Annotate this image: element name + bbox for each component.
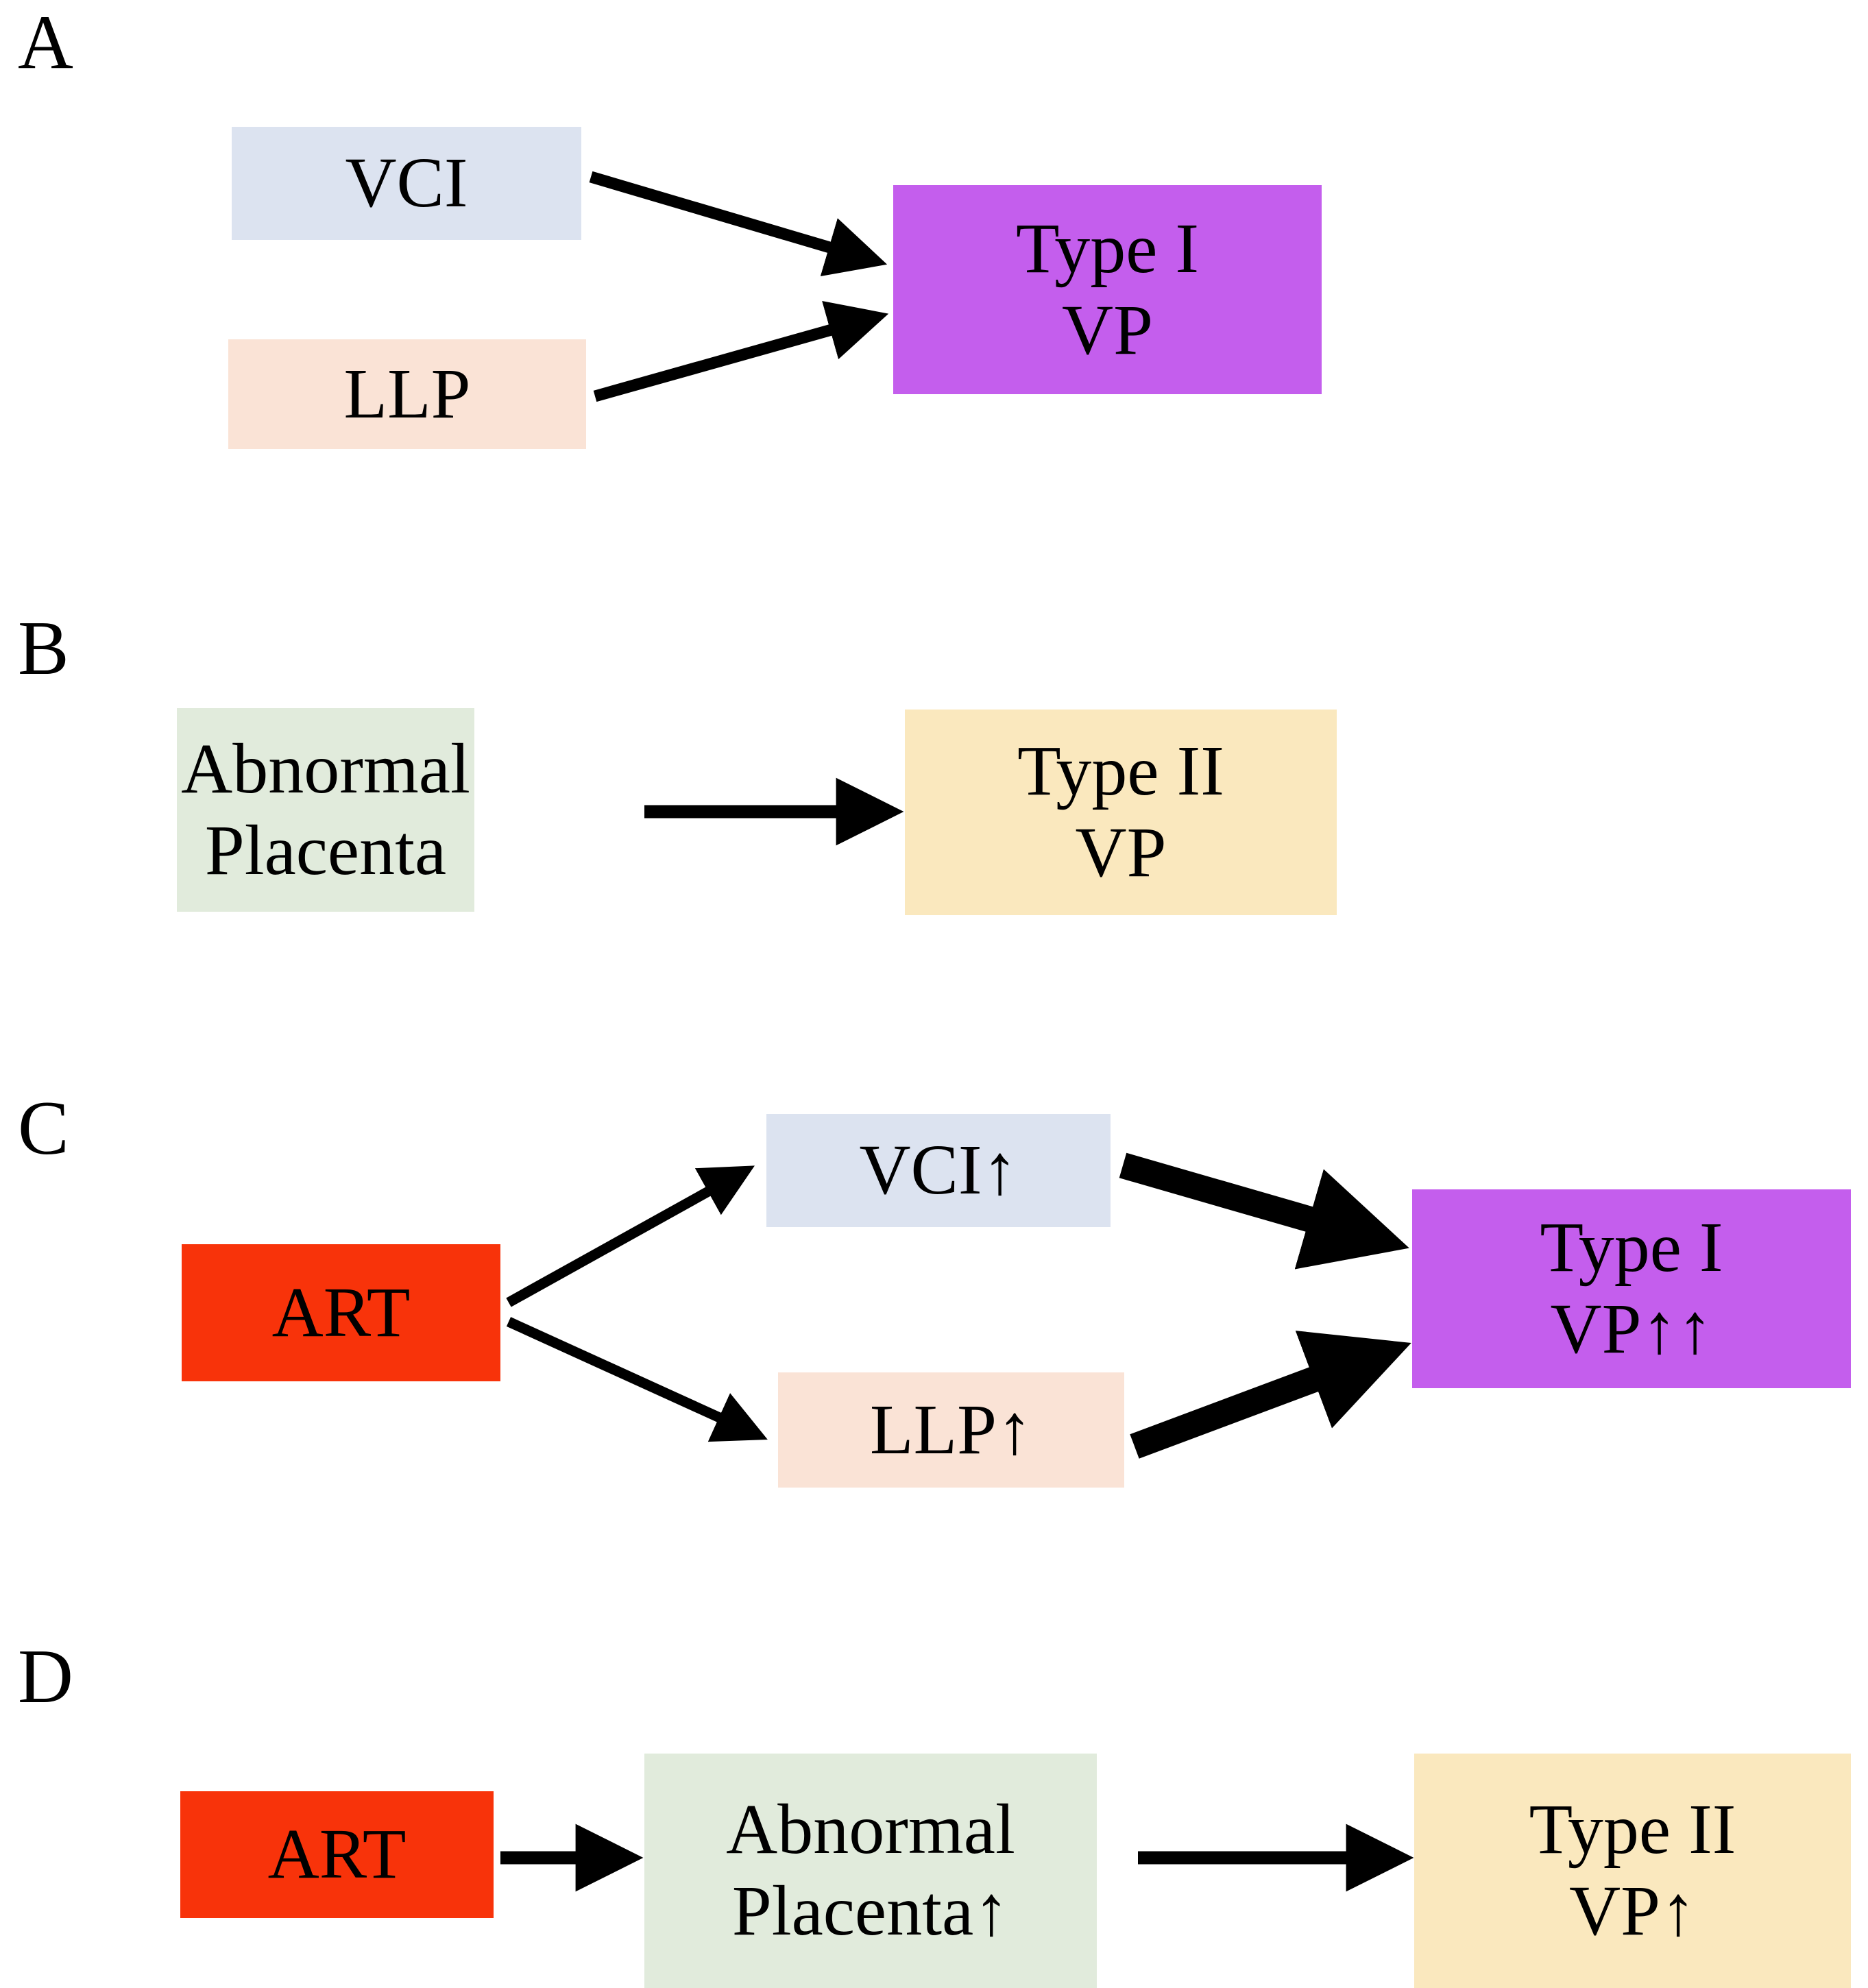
node-type1-vp-a: Type I VP — [893, 185, 1322, 394]
panel-letter-c: C — [18, 1086, 69, 1171]
node-type1-vp-up-c: Type I VP↑↑ — [1412, 1189, 1851, 1388]
arrow-c-art-to-vci — [506, 1165, 755, 1307]
node-llp-up-c: LLP↑ — [778, 1372, 1124, 1488]
panel-letter-a: A — [18, 0, 73, 85]
node-llp-a: LLP — [228, 339, 586, 449]
arrow-c-vci-to-type1 — [1119, 1152, 1409, 1270]
node-abnormal-placenta-up-d: Abnormal Placenta↑ — [644, 1754, 1097, 1988]
arrow-c-llp-to-type1 — [1130, 1331, 1411, 1459]
node-art-d: ART — [180, 1791, 494, 1918]
arrow-c-art-to-llp — [506, 1317, 768, 1442]
panel-letter-b: B — [18, 606, 69, 691]
node-art-c: ART — [182, 1244, 500, 1381]
arrow-a-llp-to-type1 — [593, 301, 889, 402]
arrow-a-vci-to-type1 — [589, 171, 888, 277]
node-abnormal-placenta-b: Abnormal Placenta — [177, 708, 474, 912]
node-type2-vp-up-d: Type II VP↑ — [1414, 1754, 1851, 1988]
node-type2-vp-b: Type II VP — [905, 710, 1337, 915]
node-vci-a: VCI — [232, 127, 581, 240]
panel-letter-d: D — [18, 1634, 73, 1719]
node-vci-up-c: VCI↑ — [766, 1114, 1111, 1227]
